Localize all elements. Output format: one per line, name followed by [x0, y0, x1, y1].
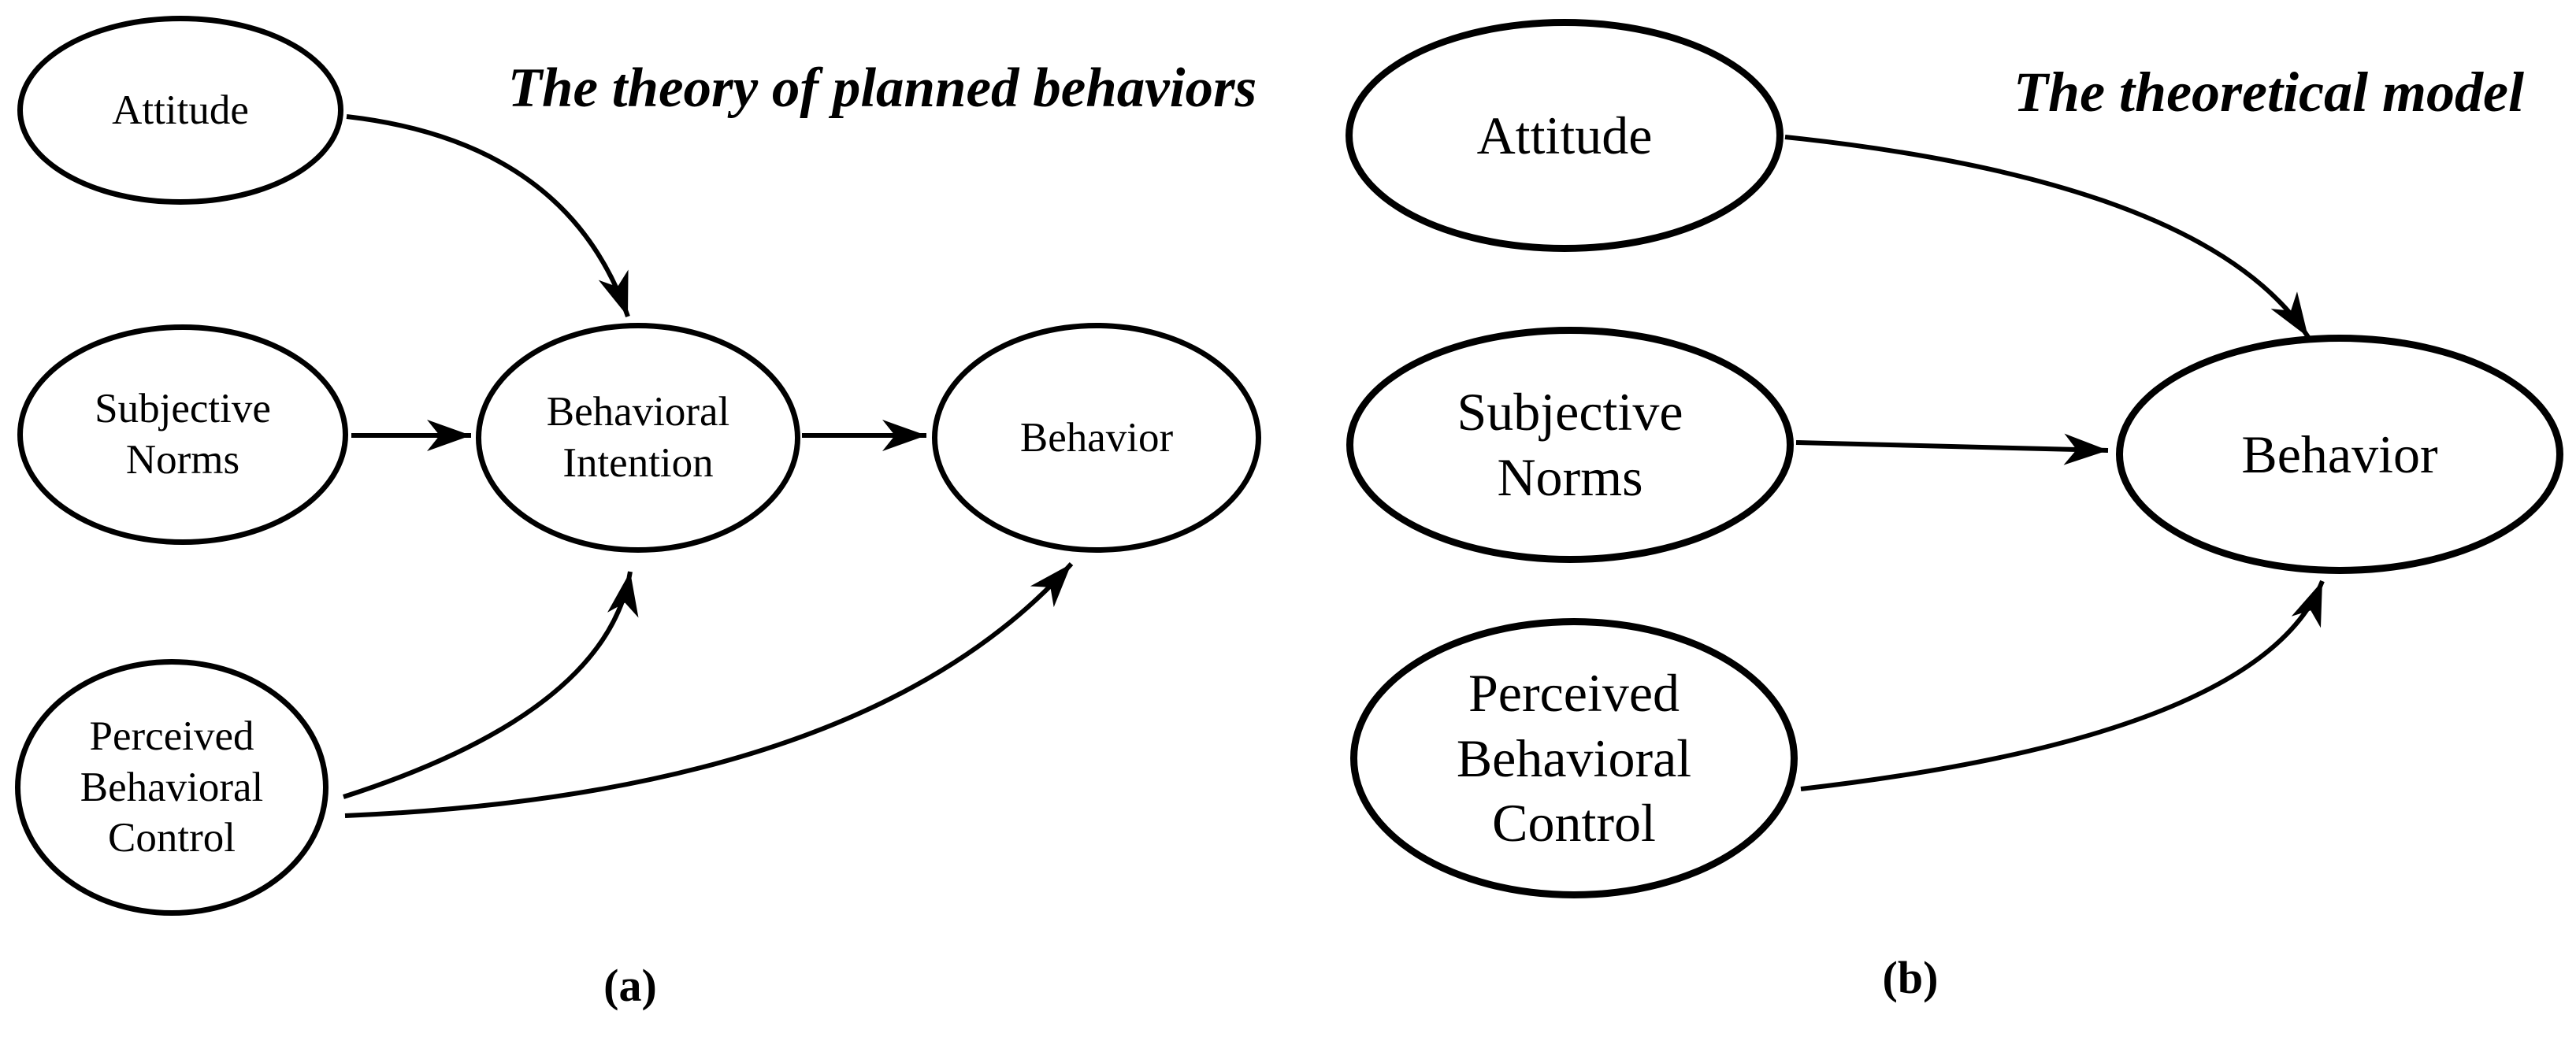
edge-b-subjective-norms-to-behavior — [1795, 433, 2109, 465]
node-behavior-a: Behavior — [932, 323, 1261, 553]
edge-a-attitude-to-behavioral-intention — [346, 114, 630, 317]
node-perceived-behavioral-control-a: Perceived Behavioral Control — [15, 659, 328, 916]
node-attitude-b: Attitude — [1346, 19, 1784, 252]
edge-a-perceived-behavioral-control-to-behavior — [344, 562, 1074, 818]
edge-b-perceived-behavioral-control-to-behavior — [1800, 580, 2325, 791]
node-behavioral-intention-a: Behavioral Intention — [476, 323, 800, 553]
node-behavior-b-label: Behavior — [2241, 424, 2438, 484]
node-subjective-norms-b-label: Subjective Norms — [1457, 382, 1683, 507]
node-attitude-a-label: Attitude — [112, 87, 249, 133]
node-subjective-norms-a-label: Subjective Norms — [95, 386, 271, 483]
node-attitude-b-label: Attitude — [1476, 105, 1653, 165]
node-subjective-norms-a: Subjective Norms — [17, 324, 348, 545]
node-attitude-a: Attitude — [17, 16, 343, 205]
node-perceived-behavioral-control-a-label: Perceived Behavioral Control — [80, 713, 264, 861]
node-behavioral-intention-a-label: Behavioral Intention — [546, 389, 730, 486]
node-behavior-a-label: Behavior — [1019, 414, 1174, 461]
edge-a-perceived-behavioral-control-to-behavioral-intention — [343, 571, 639, 799]
node-subjective-norms-b: Subjective Norms — [1346, 327, 1794, 563]
node-behavior-b: Behavior — [2116, 335, 2563, 574]
edge-b-attitude-to-behavior — [1784, 135, 2311, 339]
panel-b-title: The theoretical model — [2014, 61, 2524, 124]
node-perceived-behavioral-control-b-label: Perceived Behavioral Control — [1456, 662, 1692, 854]
panel-b-caption-label: (b) — [1882, 952, 1939, 1003]
panel-a-title: The theory of planned behaviors — [507, 57, 1257, 119]
panel-a-caption-label: (a) — [603, 960, 657, 1011]
node-perceived-behavioral-control-b: Perceived Behavioral Control — [1350, 618, 1798, 898]
